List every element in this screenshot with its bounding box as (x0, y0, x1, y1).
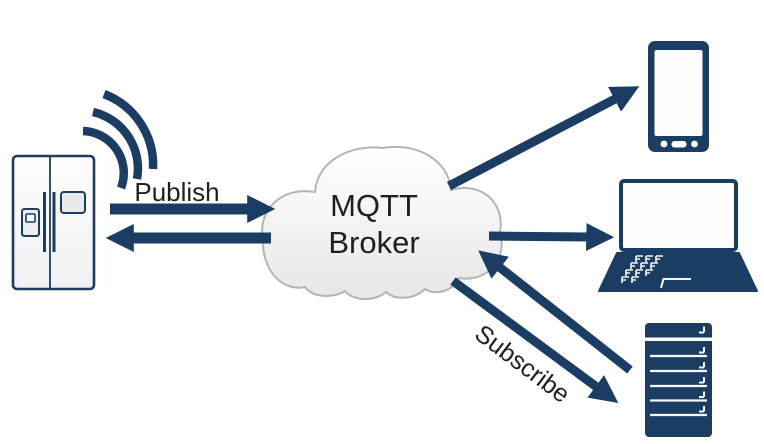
server-slot-lines (650, 354, 707, 417)
server-icon (645, 323, 712, 437)
smartphone-icon (648, 41, 709, 152)
publish-label: Publish (134, 177, 219, 207)
broker-label-line1: MQTT (330, 188, 418, 223)
broker-label: MQTT Broker (328, 188, 419, 260)
refrigerator-icon (11, 154, 96, 291)
wifi-signal-icon (82, 90, 158, 190)
laptop-touchpad-mark (660, 278, 691, 289)
broker-to-phone-arrow (446, 86, 640, 190)
laptop-keyboard-marks (621, 255, 663, 283)
server-to-broker-arrow (478, 250, 633, 374)
laptop-icon (598, 179, 758, 292)
broker-label-line2: Broker (328, 225, 419, 260)
server-slot-indicators (699, 326, 705, 413)
broker-to-laptop-arrow (488, 222, 615, 251)
broker-to-server-arrow (450, 277, 619, 403)
